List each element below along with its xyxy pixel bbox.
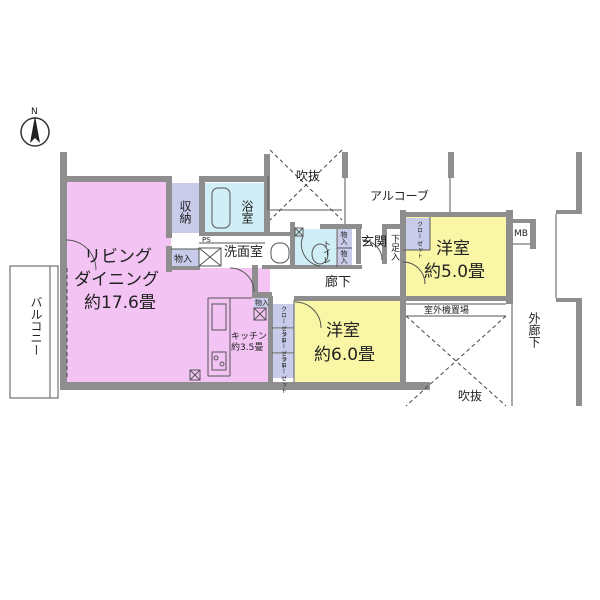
storage-area bbox=[171, 183, 199, 233]
monoire-toilet-2 bbox=[337, 248, 352, 267]
western-room-2-label-1: 洋室 bbox=[326, 321, 360, 341]
geta-label: 下足入 bbox=[389, 234, 400, 261]
thin-lines bbox=[171, 176, 557, 406]
closet-k2-label: クロー ゼット bbox=[280, 331, 287, 369]
living-label-3: 約17.6畳 bbox=[84, 293, 156, 313]
monoire-living-label: 物入 bbox=[174, 253, 192, 265]
entrance-label: 玄関 bbox=[361, 235, 387, 250]
monoire-toilet-1 bbox=[337, 229, 352, 248]
washroom-label: 洗面室 bbox=[224, 244, 263, 260]
closet-k2 bbox=[272, 329, 294, 353]
western-room-2-area bbox=[295, 300, 403, 383]
fukinuke-top-label: 吹抜 bbox=[296, 169, 320, 183]
mb-label: MB bbox=[514, 229, 528, 239]
monoire-kitchen bbox=[254, 297, 271, 308]
doors bbox=[65, 235, 426, 329]
walls bbox=[60, 152, 582, 406]
compass-north-label: N bbox=[31, 107, 38, 117]
closet-k1 bbox=[272, 304, 294, 328]
living-label-1: リビング bbox=[84, 247, 152, 267]
balcony-label: バルコニー bbox=[29, 296, 43, 356]
toilet-label: トイレ bbox=[323, 240, 332, 264]
closet-k1-label: クロー ゼット bbox=[280, 306, 287, 344]
closet-k3-label: クロー ゼット bbox=[280, 356, 287, 394]
storage-label: 収納 bbox=[178, 200, 192, 224]
western-room-1-label-2: 約5.0畳 bbox=[424, 262, 485, 282]
bath-area bbox=[203, 183, 265, 233]
living-dining-area bbox=[66, 180, 171, 382]
outer-corridor-label: 外廊下 bbox=[527, 312, 541, 348]
monoire-living bbox=[171, 249, 199, 267]
hallway-label: 廊下 bbox=[325, 274, 351, 290]
void-lines bbox=[66, 149, 507, 407]
closet-room1-label: クロー ゼット bbox=[416, 221, 423, 259]
closet-room1 bbox=[403, 218, 430, 250]
monoire-kitchen-label: 物入 bbox=[255, 298, 269, 307]
closet-k3 bbox=[272, 354, 294, 378]
compass: N bbox=[20, 107, 50, 147]
alcove-label: アルコーブ bbox=[370, 188, 429, 203]
western-room-1-label-1: 洋室 bbox=[436, 239, 470, 259]
bath-label: 浴室 bbox=[240, 200, 254, 224]
ps-label: PS bbox=[202, 236, 211, 244]
kitchen-label-2: 約3.5畳 bbox=[231, 341, 263, 353]
fukinuke-bottom-label: 吹抜 bbox=[458, 389, 482, 403]
kitchen-label-1: キッチン bbox=[231, 331, 267, 342]
balcony: バルコニー bbox=[9, 265, 59, 399]
western-room-2-label-2: 約6.0畳 bbox=[314, 345, 375, 365]
monoire-toilet-2-label: 物入 bbox=[340, 249, 348, 264]
monoire-toilet-1-label: 物入 bbox=[340, 230, 348, 245]
ac-unit-label: 室外機置場 bbox=[424, 304, 469, 316]
living-label-2: ダイニング bbox=[74, 270, 159, 290]
